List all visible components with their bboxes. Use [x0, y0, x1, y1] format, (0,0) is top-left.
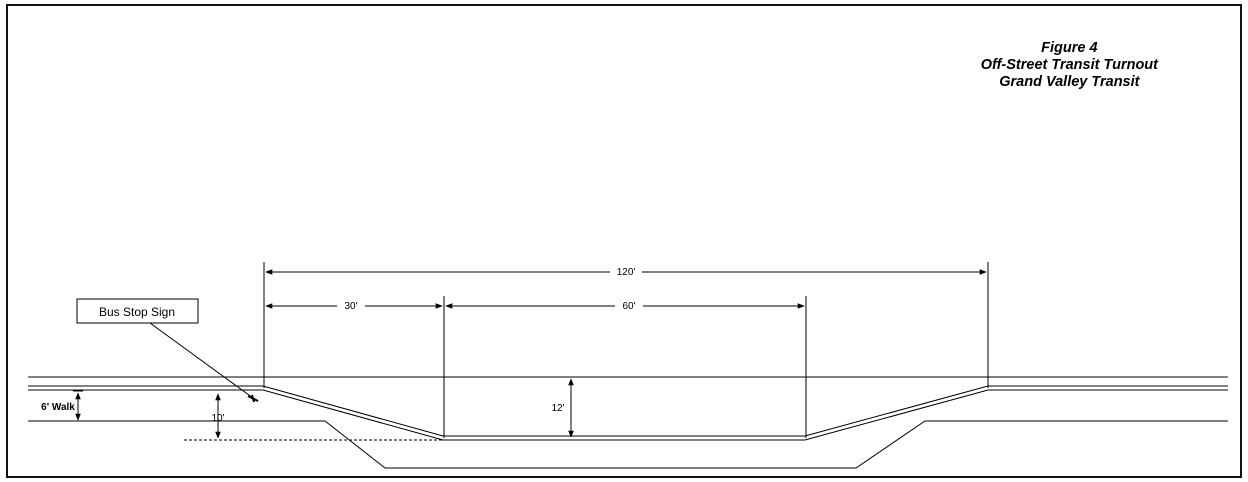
callout-leader-line [149, 322, 254, 399]
callout-text: Bus Stop Sign [99, 305, 175, 319]
dim-label-taper: 30' [344, 301, 357, 312]
dim-label-overall: 120' [617, 267, 636, 278]
figure-agency: Grand Valley Transit [999, 74, 1140, 90]
dim-label-bg-overall [610, 266, 642, 278]
dim-label-bg-loading [615, 300, 643, 312]
dim-label-bay-depth: 12' [551, 403, 564, 414]
dim-label-setback: 10' [211, 413, 224, 424]
drawing-frame [6, 4, 1242, 478]
figure-number: Figure 4 [1041, 40, 1098, 56]
bus-stop-sign-callout: Bus Stop Sign [76, 298, 199, 324]
curb-line-inner [28, 389, 1228, 441]
callout-box [76, 298, 199, 324]
figure-title-block: Figure 4 Off-Street Transit Turnout Gran… [981, 40, 1158, 91]
dim-label-loading: 60' [622, 301, 635, 312]
dim-label-bg-taper [337, 300, 365, 312]
pavement-edge [28, 420, 1228, 469]
curb-line-left [28, 385, 1228, 437]
dim-label-walk: 6' Walk [41, 402, 75, 413]
bus-stop-sign-icon [247, 394, 259, 403]
figure-title: Off-Street Transit Turnout [980, 57, 1158, 73]
